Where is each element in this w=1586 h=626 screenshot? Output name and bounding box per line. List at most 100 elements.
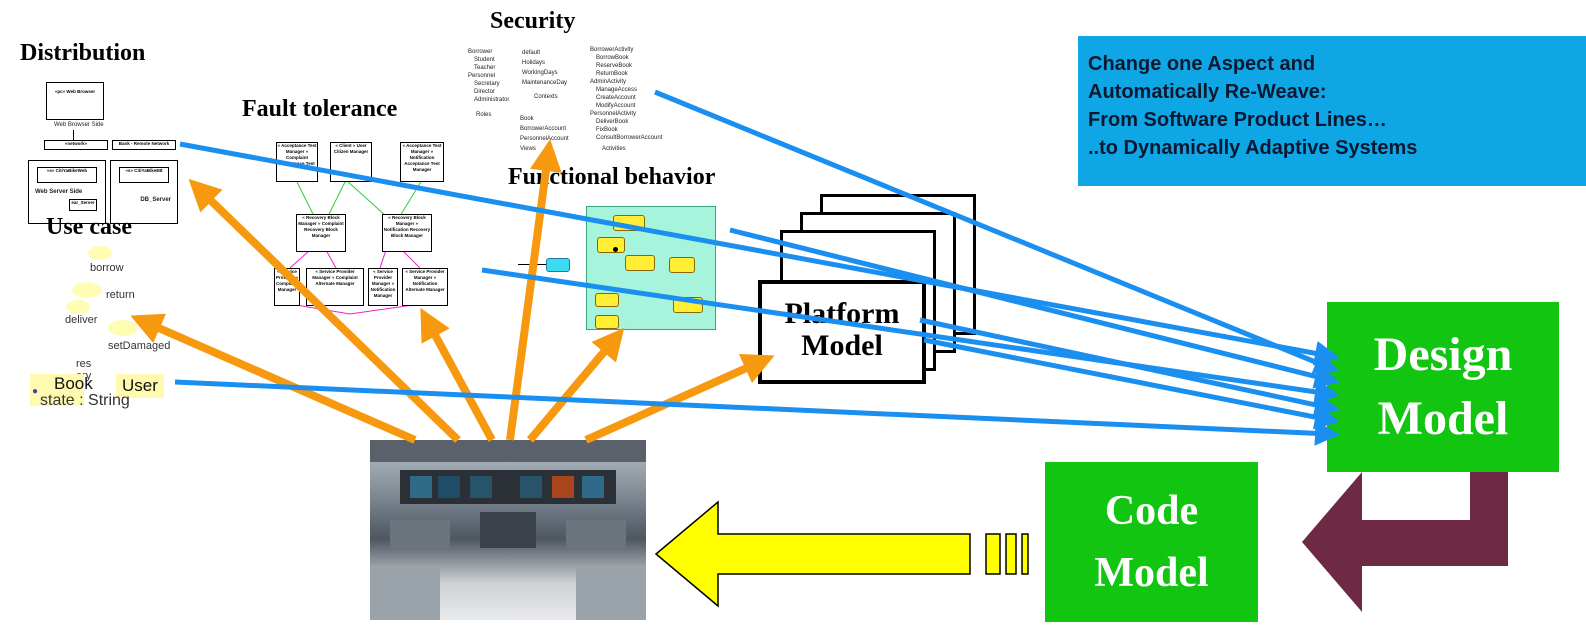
yellow-arrow-dash	[985, 533, 1001, 575]
views-label: Views	[520, 146, 536, 152]
view-item: Book	[520, 116, 534, 122]
ejb-component: ear_Server	[69, 199, 97, 211]
fault-box: « Acceptance Test Manager » Complaint Ac…	[276, 142, 318, 182]
callout-line2: Automatically Re-Weave:	[1088, 81, 1327, 103]
functional-behavior-heading: Functional behavior	[508, 164, 716, 190]
role-item: Director	[474, 89, 496, 95]
browser-node: «pc» Web Browser	[46, 82, 104, 120]
set-damaged-label: setDamaged	[108, 340, 171, 352]
role-item: Borrower	[468, 49, 493, 55]
contexts-label: Contexts	[534, 94, 558, 100]
orange-arrow	[526, 327, 625, 443]
activity-item: BorrowerActivity	[590, 47, 634, 53]
cockpit-overhead-panel	[370, 440, 646, 462]
use-case-ellipse	[72, 282, 102, 298]
ejb-label: ear_Server	[71, 200, 95, 205]
cockpit-seat	[370, 568, 440, 620]
context-item: Holidays	[522, 60, 546, 66]
roles-label: Roles	[476, 112, 492, 118]
activity-item: ModifyAccount	[596, 103, 636, 109]
activity-item: CreateAccount	[596, 95, 636, 101]
state	[597, 237, 625, 253]
web-server-node: «s» CitiYaBikeWeb Web Server Side ear_Se…	[28, 160, 106, 224]
activity-item: DeliverBook	[596, 119, 629, 125]
cockpit-glareshield	[400, 470, 616, 504]
orange-arrow	[420, 307, 496, 442]
browser-side-label: Web Browser Side	[54, 122, 104, 128]
state	[625, 255, 655, 271]
context-item: MaintenanceDay	[522, 80, 568, 86]
activity-item: AdminActivity	[590, 79, 627, 85]
state	[673, 297, 703, 313]
remote-network-label: Bank - Remote Network	[118, 141, 170, 146]
use-case-ellipse	[66, 300, 90, 314]
web-server-label: Web Server Side	[35, 189, 83, 195]
distribution-heading: Distribution	[20, 40, 146, 66]
platform-model-box: Platform Model	[758, 280, 926, 384]
activity-item: FixBook	[596, 127, 618, 133]
external-state	[546, 258, 570, 272]
initial-state	[613, 247, 618, 252]
activity-item: BorrowBook	[596, 55, 629, 61]
cockpit-pedestal	[480, 512, 536, 548]
cockpit-photo	[370, 440, 646, 620]
state-label: state : String	[40, 392, 130, 409]
fault-box-label: « Service Provider Manager » Notificatio…	[370, 269, 396, 298]
db-server-node: «s» CitiYaBikeEB DB_Server	[110, 160, 178, 224]
state	[595, 293, 619, 307]
activity-item: ConsultBorrowerAccount	[596, 135, 663, 141]
callout-line4: ..to Dynamically Adaptive Systems	[1088, 137, 1418, 159]
s1-component: «s» CitiYaBikeWeb	[37, 167, 97, 183]
cockpit-display	[520, 476, 542, 498]
borrow-label: borrow	[90, 262, 124, 274]
fault-box-label: « Service Provider Manager » Complaint A…	[312, 269, 358, 286]
code-model-line2: Model	[1094, 550, 1209, 596]
cockpit-seat	[576, 568, 646, 620]
fault-box: « Acceptance Test Manager » Notification…	[400, 142, 444, 182]
design-model-box: Design Model	[1327, 302, 1559, 472]
cockpit-tray	[566, 520, 626, 550]
state	[669, 257, 695, 273]
activity-item: ManageAccess	[596, 87, 638, 93]
orange-arrow	[506, 139, 562, 441]
fault-box: « Service Provider » Complaint Manager	[274, 268, 300, 306]
network-node: «network»	[44, 140, 108, 150]
fault-box: « Service Provider Manager » Complaint A…	[306, 268, 364, 306]
view-item: BorrowerAccount	[520, 126, 567, 132]
role-item: Student	[474, 57, 495, 63]
role-item: Secretary	[474, 81, 500, 87]
return-label: return	[106, 289, 135, 301]
cockpit-display	[438, 476, 460, 498]
fault-box-label: « Service Provider Manager » Notificatio…	[405, 269, 445, 292]
fault-tolerance-diagram: « Acceptance Test Manager » Complaint Ac…	[270, 136, 450, 316]
fault-box: « Recovery Block Manager » Notification …	[382, 214, 432, 252]
cockpit-display	[470, 476, 492, 498]
design-model-line2: Model	[1377, 392, 1509, 445]
db-server-label: DB_Server	[140, 197, 171, 203]
activities-tree: BorrowerActivity BorrowBook ReserveBook …	[590, 46, 662, 142]
blue-arrow	[919, 317, 1340, 418]
connector	[73, 130, 74, 140]
context-item: WorkingDays	[522, 70, 558, 76]
activities-label: Activities	[602, 146, 626, 152]
callout-line1: Change one Aspect and	[1088, 53, 1316, 75]
orange-arrow	[584, 353, 775, 444]
res-label: res	[76, 358, 92, 370]
transition-line	[518, 264, 546, 265]
security-diagram: Borrower Student Teacher Personnel Secre…	[462, 44, 672, 154]
remote-network-node: Bank - Remote Network	[112, 140, 176, 150]
cockpit-tray	[390, 520, 450, 550]
state	[613, 215, 645, 231]
fault-box: « Service Provider Manager » Notificatio…	[368, 268, 398, 306]
security-heading: Security	[490, 8, 576, 34]
book-label: Book	[54, 374, 93, 393]
network-label: «network»	[64, 141, 88, 146]
cockpit-display	[410, 476, 432, 498]
s1-label: «s» CitiYaBikeWeb	[46, 168, 88, 173]
views-list: Book BorrowerAccount PersonnelAccount Vi…	[520, 114, 569, 154]
yellow-arrow-dash	[1005, 533, 1017, 575]
callout-line3: From Software Product Lines…	[1088, 109, 1387, 131]
fault-box: « Service Provider Manager » Notificatio…	[402, 268, 448, 306]
fault-box-label: « Client » User Citizen Manager	[333, 143, 369, 154]
role-item: Personnel	[468, 73, 496, 79]
